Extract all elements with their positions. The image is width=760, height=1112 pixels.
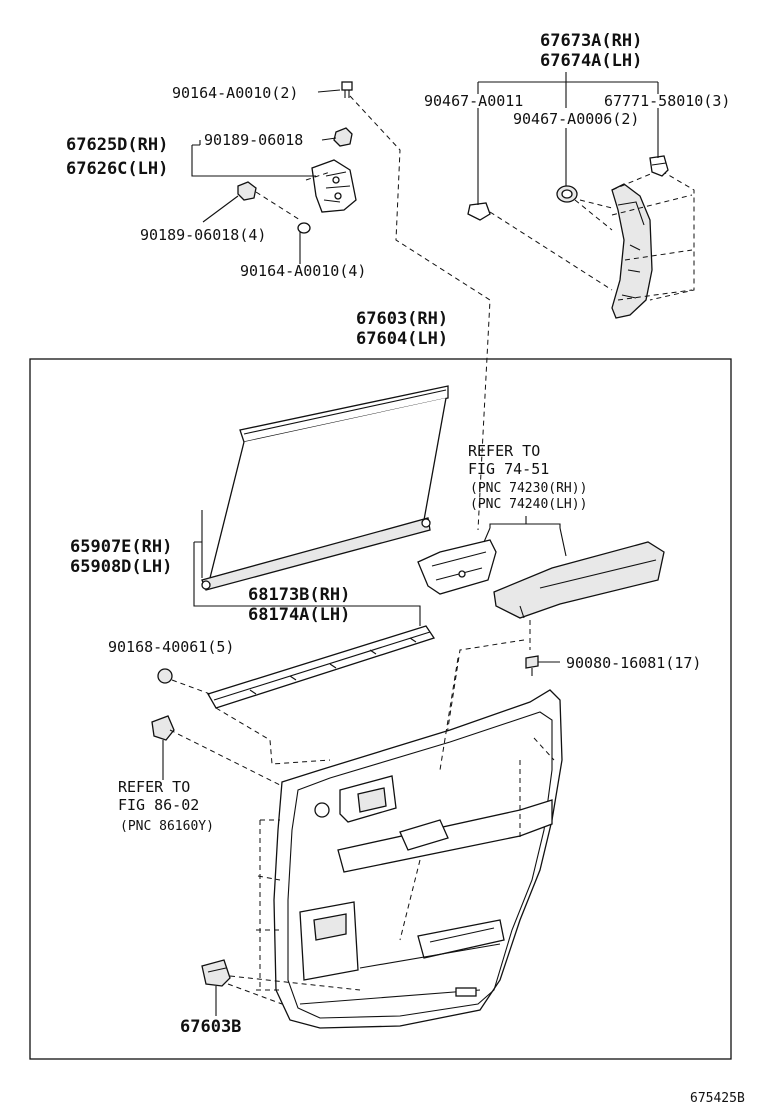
label-90467-A0011: 90467-A0011 — [424, 92, 523, 110]
label-67603: 67603(RH) — [356, 309, 448, 329]
label-65908D: 65908D(LH) — [70, 557, 172, 577]
grommet-icon — [556, 185, 578, 203]
assembly-frame — [29, 358, 732, 1060]
figure-code: 675425B — [690, 1091, 745, 1106]
label-90164-top: 90164-A0010(2) — [172, 84, 298, 102]
door-trim-panel — [273, 689, 563, 1029]
label-67604: 67604(LH) — [356, 329, 448, 349]
nut-icon — [333, 127, 353, 147]
label-90168: 90168-40061(5) — [108, 638, 234, 656]
label-90164-4: 90164-A0010(4) — [240, 262, 366, 280]
clip-icon — [157, 668, 173, 684]
label-pnc-74230: (PNC 74230(RH)) — [470, 481, 587, 496]
label-68174A: 68174A(LH) — [248, 605, 350, 625]
label-68173B: 68173B(RH) — [248, 585, 350, 605]
armrest-part — [493, 541, 665, 619]
label-refer-86-line1: REFER TO — [118, 778, 190, 796]
screw-icon — [525, 655, 539, 676]
label-67625D: 67625D(RH) — [66, 135, 168, 155]
screw-icon — [297, 222, 311, 234]
label-refer-86-line2: FIG 86-02 — [118, 796, 199, 814]
clip-icon — [151, 715, 175, 741]
garnish-strip-part — [207, 625, 436, 709]
label-90189-top: 90189-06018 — [204, 131, 303, 149]
label-refer-74-line2: FIG 74-51 — [468, 460, 549, 478]
label-pnc-86160: (PNC 86160Y) — [120, 819, 214, 834]
label-67673A: 67673A(RH) — [540, 31, 642, 51]
nut-icon — [237, 181, 257, 201]
switch-bezel-part — [417, 539, 497, 595]
label-67603B: 67603B — [180, 1017, 241, 1037]
clip-icon — [201, 959, 231, 987]
screw-icon — [341, 81, 353, 98]
handle-cover-part — [611, 183, 653, 319]
label-90467-A0006: 90467-A0006(2) — [513, 110, 639, 128]
label-90080: 90080-16081(17) — [566, 654, 701, 672]
label-67771: 67771-58010(3) — [604, 92, 730, 110]
label-90189-4: 90189-06018(4) — [140, 226, 266, 244]
label-refer-74-line1: REFER TO — [468, 442, 540, 460]
window-shade-part — [201, 385, 449, 591]
label-pnc-74240: (PNC 74240(LH)) — [470, 497, 587, 512]
hinge-bracket — [311, 159, 357, 213]
label-67626C: 67626C(LH) — [66, 159, 168, 179]
label-67674A: 67674A(LH) — [540, 51, 642, 71]
clip-icon — [649, 155, 669, 177]
clip-icon — [467, 202, 491, 221]
label-65907E: 65907E(RH) — [70, 537, 172, 557]
